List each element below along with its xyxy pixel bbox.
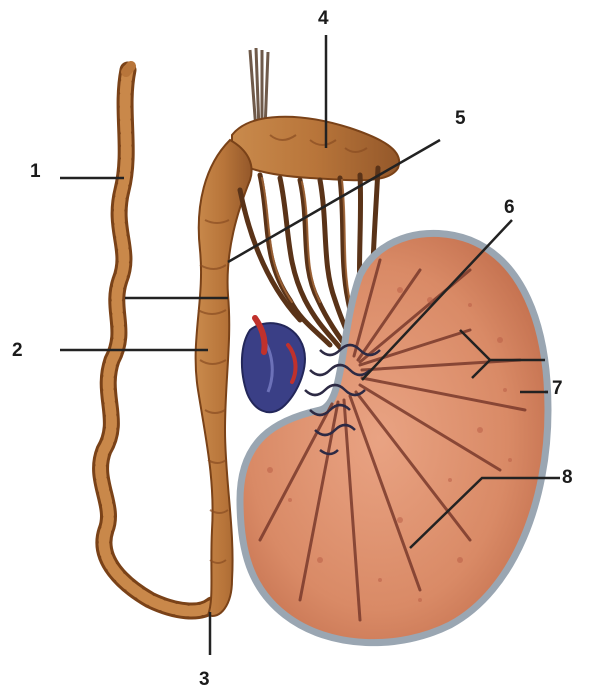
label-3: 3 bbox=[199, 670, 210, 689]
label-8: 8 bbox=[562, 468, 573, 487]
ductus-deferens bbox=[101, 66, 212, 611]
label-2: 2 bbox=[12, 341, 23, 360]
label-6: 6 bbox=[504, 198, 515, 217]
label-7: 7 bbox=[552, 379, 563, 398]
label-4: 4 bbox=[318, 9, 329, 28]
label-5: 5 bbox=[455, 109, 466, 128]
label-1: 1 bbox=[30, 162, 41, 181]
blood-vessels bbox=[242, 318, 305, 412]
